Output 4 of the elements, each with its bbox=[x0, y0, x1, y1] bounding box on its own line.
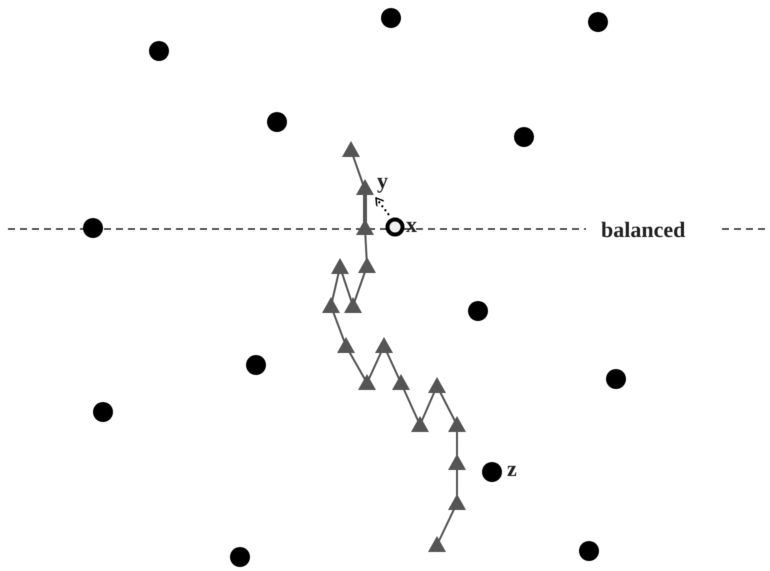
hollow-point: x bbox=[384, 214, 422, 240]
triangle-point: y bbox=[355, 170, 393, 196]
arrow bbox=[375, 197, 390, 216]
data-point: z bbox=[481, 458, 525, 484]
